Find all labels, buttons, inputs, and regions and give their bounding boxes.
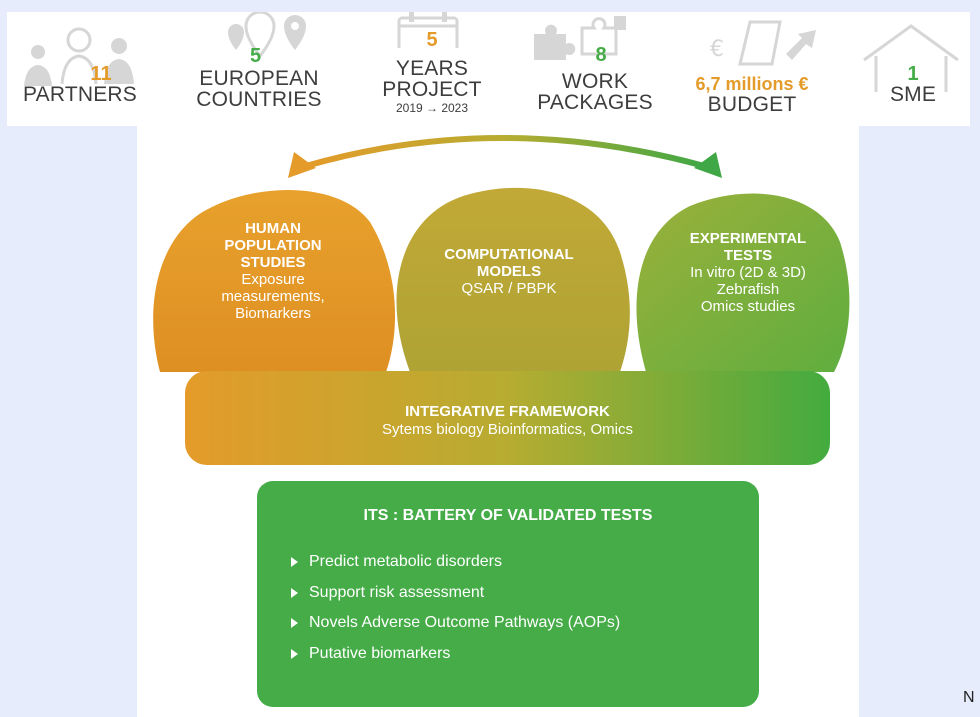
budget-label: BUDGET <box>707 93 797 116</box>
stat-sme: 1 SME <box>880 64 946 105</box>
stats-banner <box>7 12 970 126</box>
list-item: Novels Adverse Outcome Pathways (AOPs) <box>291 614 620 632</box>
svg-text:€: € <box>710 37 724 62</box>
budget-number: 6,7 millions € <box>695 74 809 94</box>
years-label-2: PROJECT <box>382 78 482 101</box>
integrative-framework-bar: INTEGRATIVE FRAMEWORK Sytems biology Bio… <box>185 371 830 465</box>
bubble-human-population: HUMAN POPULATION STUDIES Exposure measur… <box>168 220 378 322</box>
framework-title: INTEGRATIVE FRAMEWORK <box>405 403 610 420</box>
bullet-triangle-icon <box>291 648 298 659</box>
human-line-1: Exposure <box>241 271 305 288</box>
list-item: Predict metabolic disorders <box>291 553 620 571</box>
corner-text: N <box>963 689 975 706</box>
sme-number: 1 <box>907 63 919 85</box>
bubble-computational-models: COMPUTATIONAL MODELS QSAR / PBPK <box>404 246 614 297</box>
bullet-triangle-icon <box>291 618 298 628</box>
its-item-2: Support risk assessment <box>309 583 485 601</box>
house-icon <box>863 24 959 92</box>
money-icon: € <box>710 20 816 66</box>
years-range: 2019 → 2023 <box>395 101 469 115</box>
packages-label-2: PACKAGES <box>537 91 653 114</box>
stat-budget: 6,7 millions € BUDGET <box>682 74 822 115</box>
stat-countries: 5 EUROPEAN COUNTRIES <box>184 46 334 110</box>
years-label-1: YEARS <box>395 57 469 80</box>
packages-label-1: WORK <box>561 70 629 93</box>
its-item-3: Novels Adverse Outcome Pathways (AOPs) <box>309 614 621 631</box>
human-title-3: STUDIES <box>240 254 306 271</box>
puzzle-icon <box>534 16 626 60</box>
experimental-line-3: Omics studies <box>700 298 796 315</box>
double-arrow-icon <box>288 135 722 178</box>
stat-partners: 11 PARTNERS <box>10 64 150 105</box>
map-pins-icon <box>228 12 306 58</box>
partners-number: 11 <box>90 63 112 85</box>
stat-work-packages: 8 WORK PACKAGES <box>520 45 670 113</box>
its-box: ITS : BATTERY OF VALIDATED TESTS Predict… <box>257 481 759 707</box>
stat-years: 5 YEARS PROJECT 2019 → 2023 <box>372 30 492 114</box>
bubble-shapes <box>153 187 850 372</box>
human-title-2: POPULATION <box>224 237 322 254</box>
its-item-1: Predict metabolic disorders <box>309 553 502 570</box>
experimental-title-1: EXPERIMENTAL <box>689 230 807 247</box>
experimental-line-1: In vitro (2D & 3D) <box>690 264 806 281</box>
list-item: Support risk assessment <box>291 584 620 602</box>
calendar-icon <box>397 12 459 48</box>
experimental-line-2: Zebrafish <box>716 281 780 298</box>
packages-number: 8 <box>595 44 607 66</box>
human-line-2: measurements, <box>221 288 325 305</box>
bullet-triangle-icon <box>291 587 298 598</box>
partners-label: PARTNERS <box>22 83 137 106</box>
sme-label: SME <box>889 83 937 106</box>
computational-line-1: QSAR / PBPK <box>461 280 557 297</box>
list-item: Putative biomarkers <box>291 645 620 663</box>
experimental-title-2: TESTS <box>723 247 773 264</box>
countries-number: 5 <box>250 45 262 67</box>
framework-subtitle: Sytems biology Bioinformatics, Omics <box>382 421 633 438</box>
countries-label-2: COUNTRIES <box>196 88 322 111</box>
bullet-triangle-icon <box>291 557 298 567</box>
years-number: 5 <box>426 29 438 51</box>
its-title: ITS : BATTERY OF VALIDATED TESTS <box>363 507 653 524</box>
computational-title-1: COMPUTATIONAL <box>444 246 574 263</box>
human-line-3: Biomarkers <box>235 305 311 322</box>
countries-label-1: EUROPEAN <box>199 67 319 90</box>
its-item-4: Putative biomarkers <box>309 644 451 662</box>
its-list: Predict metabolic disorders Support risk… <box>291 553 620 675</box>
human-title-1: HUMAN <box>245 220 301 237</box>
people-icon <box>24 27 134 86</box>
computational-title-2: MODELS <box>476 263 542 280</box>
bubble-experimental-tests: EXPERIMENTAL TESTS In vitro (2D & 3D) Ze… <box>648 230 848 315</box>
